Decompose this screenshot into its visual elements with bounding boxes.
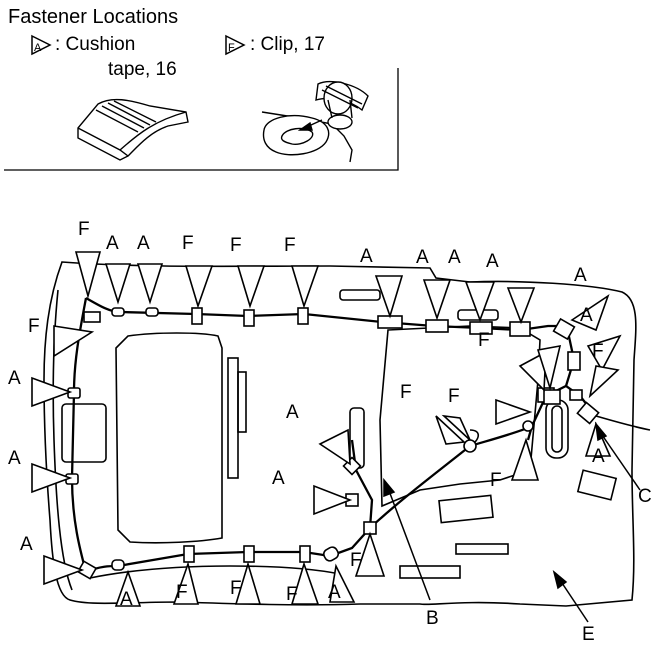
fastener-label-a: A <box>120 589 133 610</box>
part-label-b: B <box>426 608 439 629</box>
clip-label: : Clip, 17 <box>250 34 325 55</box>
fastener-letters: F A A F F F A A A A A A F F F A F F A A … <box>8 219 605 610</box>
fastener-label-f: F <box>350 550 362 571</box>
cushion-marker-icon <box>114 569 142 607</box>
clip-marker-icon <box>586 334 622 372</box>
clip-marker-icon <box>290 561 320 605</box>
cushion-marker-icon <box>570 294 610 332</box>
callout-lines <box>383 421 641 623</box>
cushion-marker-icon <box>506 287 536 325</box>
part-label-e: E <box>582 624 595 645</box>
cushion-marker-icon <box>31 462 73 494</box>
fastener-label-a: A <box>580 305 593 326</box>
cushion-marker-icon <box>374 275 404 319</box>
clip-marker-icon <box>510 437 540 481</box>
cushion-tape-illustration <box>77 98 189 161</box>
cushion-marker-icon <box>43 554 85 586</box>
clip-marker-icon <box>172 561 200 605</box>
fastener-label-a: A <box>574 265 587 286</box>
cushion-marker-icon <box>136 263 164 305</box>
clip-marker-icon <box>435 415 466 445</box>
cushion-marker-icon <box>588 365 620 399</box>
legend: Fastener Locations A : Cushion tape, 16 … <box>4 6 399 171</box>
fastener-label-a: A <box>20 534 33 555</box>
legend-frame <box>4 68 399 171</box>
cushion-marker-icon <box>495 398 533 426</box>
cushion-tape-symbol-icon: A <box>31 34 52 56</box>
fastener-label-a: A <box>137 233 150 254</box>
fastener-label-a: A <box>272 468 285 489</box>
fastener-label-f: F <box>478 330 490 351</box>
fastener-label-f: F <box>592 341 604 362</box>
fastener-label-a: A <box>592 446 605 467</box>
cushion-marker-icon <box>313 484 353 516</box>
fastener-label-f: F <box>176 582 188 603</box>
clip-symbol-icon: F <box>225 34 246 56</box>
fastener-symbols <box>31 251 622 607</box>
clip-marker-icon <box>236 265 266 309</box>
clip-marker-icon <box>184 265 214 309</box>
cushion-marker-icon <box>104 263 132 305</box>
fastener-label-a: A <box>448 247 461 268</box>
clip-marker-icon <box>354 531 386 577</box>
fastener-label-a: A <box>286 402 299 423</box>
fastener-label-a: A <box>416 247 429 268</box>
fastener-label-f: F <box>490 470 502 491</box>
cushion-label: : Cushion <box>55 34 135 55</box>
clip-marker-icon <box>441 414 471 441</box>
svg-text:A: A <box>34 42 42 54</box>
fastener-label-f: F <box>230 578 242 599</box>
clip-marker-icon <box>53 325 95 358</box>
cushion-marker-icon <box>318 428 351 466</box>
fastener-label-a: A <box>328 582 341 603</box>
fastener-label-f: F <box>182 233 194 254</box>
clip-marker-icon <box>290 265 320 309</box>
clip-illustration <box>261 80 369 163</box>
fastener-label-a: A <box>486 251 499 272</box>
fastener-label-f: F <box>286 584 298 605</box>
fastener-label-a: A <box>106 233 119 254</box>
fastener-label-f: F <box>400 382 412 403</box>
harness-clamps <box>65 307 600 580</box>
fastener-label-f: F <box>230 235 242 256</box>
diagram-title: Fastener Locations <box>8 6 178 28</box>
wire-harness <box>70 297 651 574</box>
cushion-marker-icon <box>422 279 452 321</box>
fastener-label-a: A <box>8 368 21 389</box>
cushion-marker-icon <box>329 563 356 603</box>
fastener-label-f: F <box>284 235 296 256</box>
clip-marker-icon <box>234 561 262 605</box>
fastener-label-f: F <box>448 386 460 407</box>
svg-text:F: F <box>228 42 235 54</box>
cushion-label-qty: tape, 16 <box>108 59 177 80</box>
cushion-marker-icon <box>31 376 73 408</box>
fastener-label-a: A <box>8 448 21 469</box>
part-label-c: C <box>638 486 652 507</box>
part-letters: B C E <box>426 486 652 645</box>
clip-marker-icon <box>536 344 562 391</box>
clip-marker-icon <box>74 251 102 300</box>
fastener-label-f: F <box>78 219 90 240</box>
fastener-label-f: F <box>28 316 40 337</box>
fastener-label-a: A <box>360 246 373 267</box>
cushion-marker-icon <box>464 281 496 323</box>
